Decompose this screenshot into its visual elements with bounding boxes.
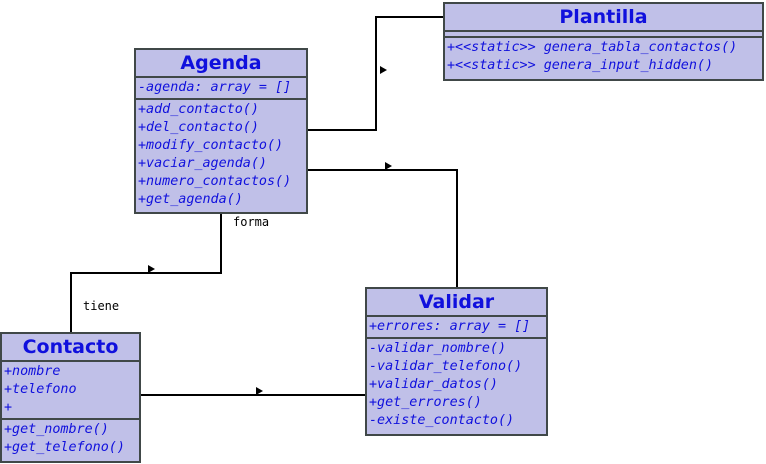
method: +<<static>> genera_tabla_contactos()	[447, 40, 738, 55]
attributes-section: +nombre +telefono +	[2, 362, 139, 420]
association-label-tiene: tiene	[83, 299, 120, 313]
connector-agenda-plantilla	[307, 16, 443, 131]
attributes-section: +errores: array = []	[367, 317, 546, 339]
method: +get_errores()	[369, 395, 482, 410]
method: +add_contacto()	[138, 102, 259, 117]
method: +vaciar_agenda()	[138, 156, 267, 171]
class-name: Validar	[367, 289, 546, 317]
attribute: +errores: array = []	[369, 319, 531, 334]
attribute: +	[4, 400, 13, 415]
association-label-forma: forma	[233, 215, 270, 229]
attributes-section: -agenda: array = []	[136, 78, 306, 100]
class-name: Agenda	[136, 50, 306, 78]
methods-section: +get_nombre() +get_telefono()	[2, 420, 139, 458]
method: -validar_telefono()	[369, 359, 523, 374]
arrow-head-validar	[385, 162, 392, 170]
method: +validar_datos()	[369, 377, 498, 392]
attribute: +telefono	[4, 382, 77, 397]
arrow-head-plantilla	[380, 66, 387, 74]
attributes-section	[445, 32, 762, 38]
attribute: +nombre	[4, 364, 61, 379]
method: +get_agenda()	[138, 192, 243, 207]
method: +get_nombre()	[4, 422, 109, 437]
connector-agenda-validar	[307, 169, 458, 288]
class-contacto[interactable]: Contacto +nombre +telefono + +get_nombre…	[0, 332, 141, 463]
method: +del_contacto()	[138, 120, 259, 135]
method: -existe_contacto()	[369, 413, 515, 428]
methods-section: +<<static>> genera_tabla_contactos() +<<…	[445, 38, 762, 76]
method: +get_telefono()	[4, 440, 125, 455]
class-name: Plantilla	[445, 4, 762, 32]
methods-section: +add_contacto() +del_contacto() +modify_…	[136, 100, 306, 210]
methods-section: -validar_nombre() -validar_telefono() +v…	[367, 339, 546, 431]
arrow-head-forma	[148, 265, 155, 273]
attribute: -agenda: array = []	[138, 80, 292, 95]
class-plantilla[interactable]: Plantilla +<<static>> genera_tabla_conta…	[443, 2, 764, 81]
method: +modify_contacto()	[138, 138, 284, 153]
method: +<<static>> genera_input_hidden()	[447, 58, 714, 73]
method: -validar_nombre()	[369, 341, 507, 356]
connector-agenda-contacto	[70, 213, 222, 332]
arrow-head-contacto-validar	[256, 387, 263, 395]
method: +numero_contactos()	[138, 174, 292, 189]
class-name: Contacto	[2, 334, 139, 362]
class-validar[interactable]: Validar +errores: array = [] -validar_no…	[365, 287, 548, 436]
class-agenda[interactable]: Agenda -agenda: array = [] +add_contacto…	[134, 48, 308, 214]
